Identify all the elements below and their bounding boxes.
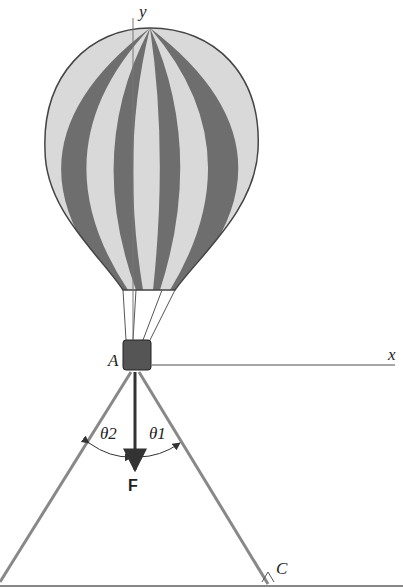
point-label: A	[108, 352, 118, 369]
x-axis	[151, 364, 395, 366]
ground	[0, 585, 403, 587]
angle-label: θ1	[149, 425, 166, 442]
cable-ab	[0, 372, 131, 582]
force-arrow	[134, 372, 137, 470]
angle-label: θ2	[100, 425, 117, 442]
y-axis	[133, 18, 134, 340]
basket	[123, 340, 151, 370]
balloon-envelope	[40, 20, 265, 295]
force-label: F	[128, 478, 138, 494]
envelope-outline	[45, 28, 258, 290]
angle-arc-2	[89, 443, 132, 457]
basket-ropes	[123, 290, 175, 340]
axis-label: x	[388, 346, 396, 363]
angle-arc-1	[138, 443, 180, 457]
cable-ac	[139, 372, 268, 584]
point-label: C	[276, 560, 287, 577]
anchor-c	[262, 572, 274, 582]
axis-label: y	[139, 3, 147, 20]
